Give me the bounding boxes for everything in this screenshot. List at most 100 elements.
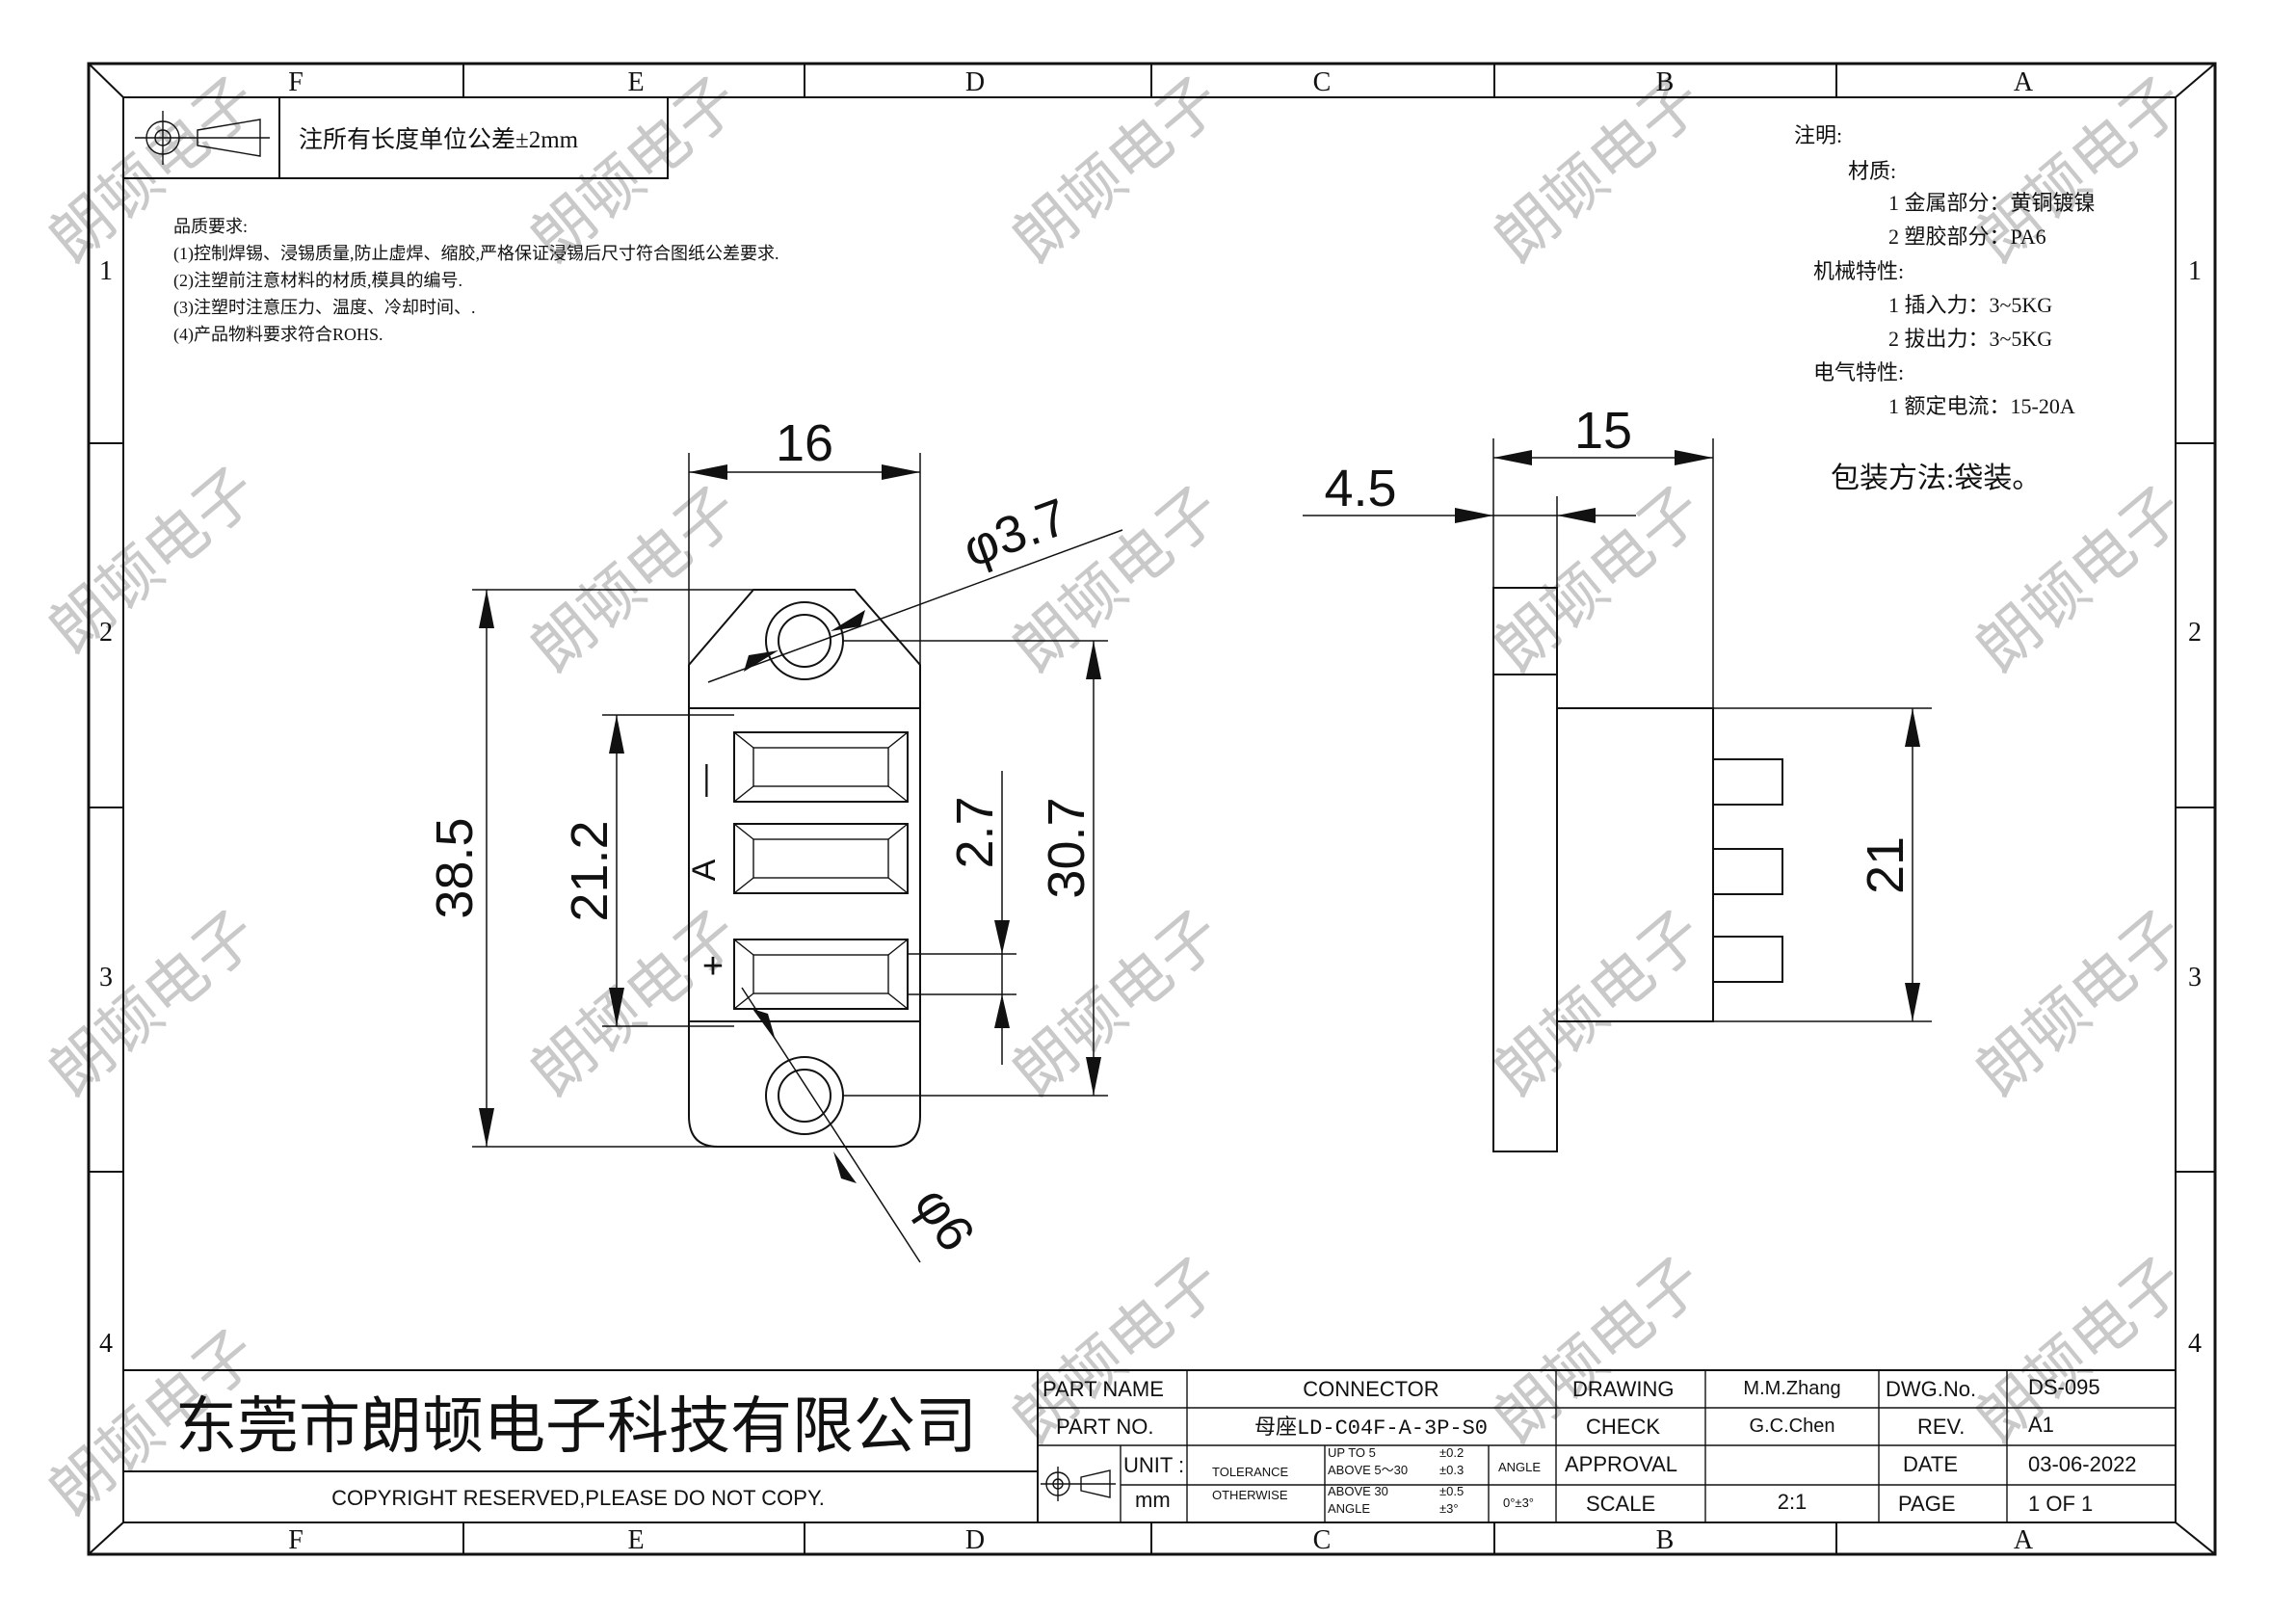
- dwg-no-label: DWG.No.: [1886, 1377, 1976, 1401]
- part-name-value: CONNECTOR: [1303, 1377, 1438, 1401]
- mounting-hole-inner: [778, 614, 831, 668]
- drawing-value: M.M.Zhang: [1743, 1378, 1840, 1399]
- tol-range: ABOVE 30: [1328, 1484, 1388, 1498]
- tolerance-note-box: 注所有长度单位公差±2mm: [122, 96, 669, 179]
- part-name-label: PART NAME: [1042, 1377, 1164, 1401]
- quality-item: (1)控制焊锡、浸锡质量,防止虚焊、缩胶,严格保证浸锡后尺寸符合图纸公差要求.: [173, 244, 779, 264]
- rev-label: REV.: [1917, 1415, 1965, 1439]
- mechanical-item: 2 拔出力：3~5KG: [1888, 327, 2052, 351]
- quality-title: 品质要求:: [173, 217, 248, 236]
- zone-col-label: B: [1656, 67, 1675, 97]
- spec-notes: 注明: 材质: 1 金属部分：黄铜镀镍 2 塑胶部分：PA6 机械特性: 1 插…: [1794, 123, 2096, 494]
- drawing-label: DRAWING: [1572, 1377, 1675, 1401]
- watermark: 朗顿电子: [1964, 473, 2199, 686]
- tol-range: ABOVE 5～30: [1328, 1463, 1408, 1477]
- tolerance-label: TOLERANCE: [1212, 1465, 1289, 1479]
- watermark: 朗顿电子: [1000, 64, 1235, 277]
- watermark: 朗顿电子: [1964, 1244, 2199, 1457]
- zone-col-label: D: [965, 67, 985, 97]
- copyright-notice: COPYRIGHT RESERVED,PLEASE DO NOT COPY.: [331, 1486, 825, 1510]
- mounting-hole-inner: [778, 1069, 831, 1123]
- tol-range: UP TO 5: [1328, 1445, 1376, 1460]
- zone-col-label: F: [288, 67, 303, 97]
- zone-row-label: 3: [2188, 963, 2202, 992]
- tol-value: ±3°: [1439, 1501, 1459, 1516]
- dim-height-label: 38.5: [426, 817, 484, 918]
- tol-range: ANGLE: [1328, 1501, 1370, 1516]
- watermark: 朗顿电子: [518, 473, 753, 686]
- dim-width: 16: [688, 414, 921, 665]
- tolerance-note: 注所有长度单位公差±2mm: [299, 126, 579, 153]
- zone-col-label: E: [627, 1525, 644, 1555]
- zone-labels: F E D C B A F E D C B A 1 2 3 4 1 2 3 4: [99, 67, 2202, 1555]
- material-item: 1 金属部分：黄铜镀镍: [1888, 191, 2096, 215]
- dim-pitch-label: 2.7: [946, 796, 1004, 868]
- dim-width-label: 16: [776, 414, 833, 472]
- front-body-outline: [688, 589, 921, 1148]
- quality-item: (2)注塑前注意材料的材质,模具的编号.: [173, 271, 462, 291]
- page-label: PAGE: [1898, 1492, 1956, 1516]
- watermark: 朗顿电子: [1000, 897, 1235, 1110]
- polarity-minus: —: [686, 764, 723, 797]
- check-value: G.C.Chen: [1750, 1416, 1835, 1437]
- projection-symbol-icon: [135, 111, 270, 165]
- zone-col-label: C: [1313, 67, 1332, 97]
- page-value: 1 OF 1: [2028, 1492, 2093, 1516]
- dim-hole-label: φ3.7: [956, 488, 1075, 578]
- sheet-frame: [87, 62, 2217, 1556]
- zone-row-label: 4: [99, 1329, 113, 1359]
- approval-label: APPROVAL: [1565, 1452, 1677, 1476]
- quality-requirements: 品质要求: (1)控制焊锡、浸锡质量,防止虚焊、缩胶,严格保证浸锡后尺寸符合图纸…: [173, 217, 779, 345]
- zone-col-label: E: [627, 67, 644, 97]
- zone-col-label: D: [965, 1525, 985, 1555]
- side-pin: [1712, 848, 1783, 895]
- title-block: 东莞市朗顿电子科技有限公司 COPYRIGHT RESERVED,PLEASE …: [123, 1369, 2176, 1522]
- watermark: 朗顿电子: [37, 454, 272, 667]
- dim-holes: 30.7: [843, 640, 1108, 1097]
- dwg-no-value: DS-095: [2028, 1375, 2100, 1399]
- mechanical-title: 机械特性:: [1813, 259, 1904, 283]
- rev-value: A1: [2028, 1413, 2054, 1437]
- scale-value: 2:1: [1778, 1490, 1808, 1514]
- dim-holes-label: 30.7: [1038, 797, 1095, 898]
- zone-row-label: 4: [2188, 1329, 2202, 1359]
- dim-pins: 21: [1713, 707, 1932, 1022]
- zone-row-label: 1: [99, 256, 113, 286]
- dim-flange-label: 4.5: [1324, 460, 1396, 517]
- quality-item: (4)产品物料要求符合ROHS.: [173, 325, 383, 345]
- date-label: DATE: [1903, 1452, 1958, 1476]
- zone-row-label: 1: [2188, 256, 2202, 286]
- dim-pins-label: 21: [1857, 836, 1914, 894]
- angle-label: ANGLE: [1498, 1460, 1541, 1474]
- zone-row-label: 3: [99, 963, 113, 992]
- packaging-note: 包装方法:袋装。: [1831, 463, 2041, 494]
- mechanical-item: 1 插入力：3~5KG: [1888, 293, 2052, 317]
- projection-symbol-icon: [1041, 1467, 1116, 1501]
- side-pin: [1712, 936, 1783, 983]
- dim-pitch: 2.7: [908, 771, 1016, 1065]
- side-view: 15 4.5 21: [1303, 402, 1932, 1152]
- unit-value: mm: [1135, 1488, 1171, 1512]
- zone-col-label: B: [1656, 1525, 1675, 1555]
- polarity-a: A: [686, 859, 723, 881]
- inner-border: [122, 96, 2177, 1523]
- zone-row-label: 2: [99, 618, 113, 648]
- zone-col-label: A: [2014, 67, 2034, 97]
- terminal-slot: [733, 731, 909, 803]
- dim-slots: 21.2: [561, 714, 734, 1027]
- zone-col-label: A: [2014, 1525, 2034, 1555]
- watermark: 朗顿电子: [1482, 64, 1717, 277]
- dim-slots-label: 21.2: [561, 820, 619, 921]
- terminal-slot: [733, 939, 909, 1010]
- side-pin: [1712, 758, 1783, 806]
- watermark: 朗顿电子: [1482, 897, 1717, 1110]
- watermark: 朗顿电子: [518, 897, 753, 1110]
- part-no-value: 母座LD-C04F-A-3P-S0: [1254, 1416, 1488, 1441]
- electrical-title: 电气特性:: [1813, 360, 1904, 384]
- material-item: 2 塑胶部分：PA6: [1888, 225, 2046, 249]
- otherwise-label: OTHERWISE: [1212, 1488, 1288, 1502]
- tol-value: ±0.3: [1439, 1463, 1464, 1477]
- zone-col-label: C: [1313, 1525, 1332, 1555]
- check-label: CHECK: [1586, 1415, 1660, 1439]
